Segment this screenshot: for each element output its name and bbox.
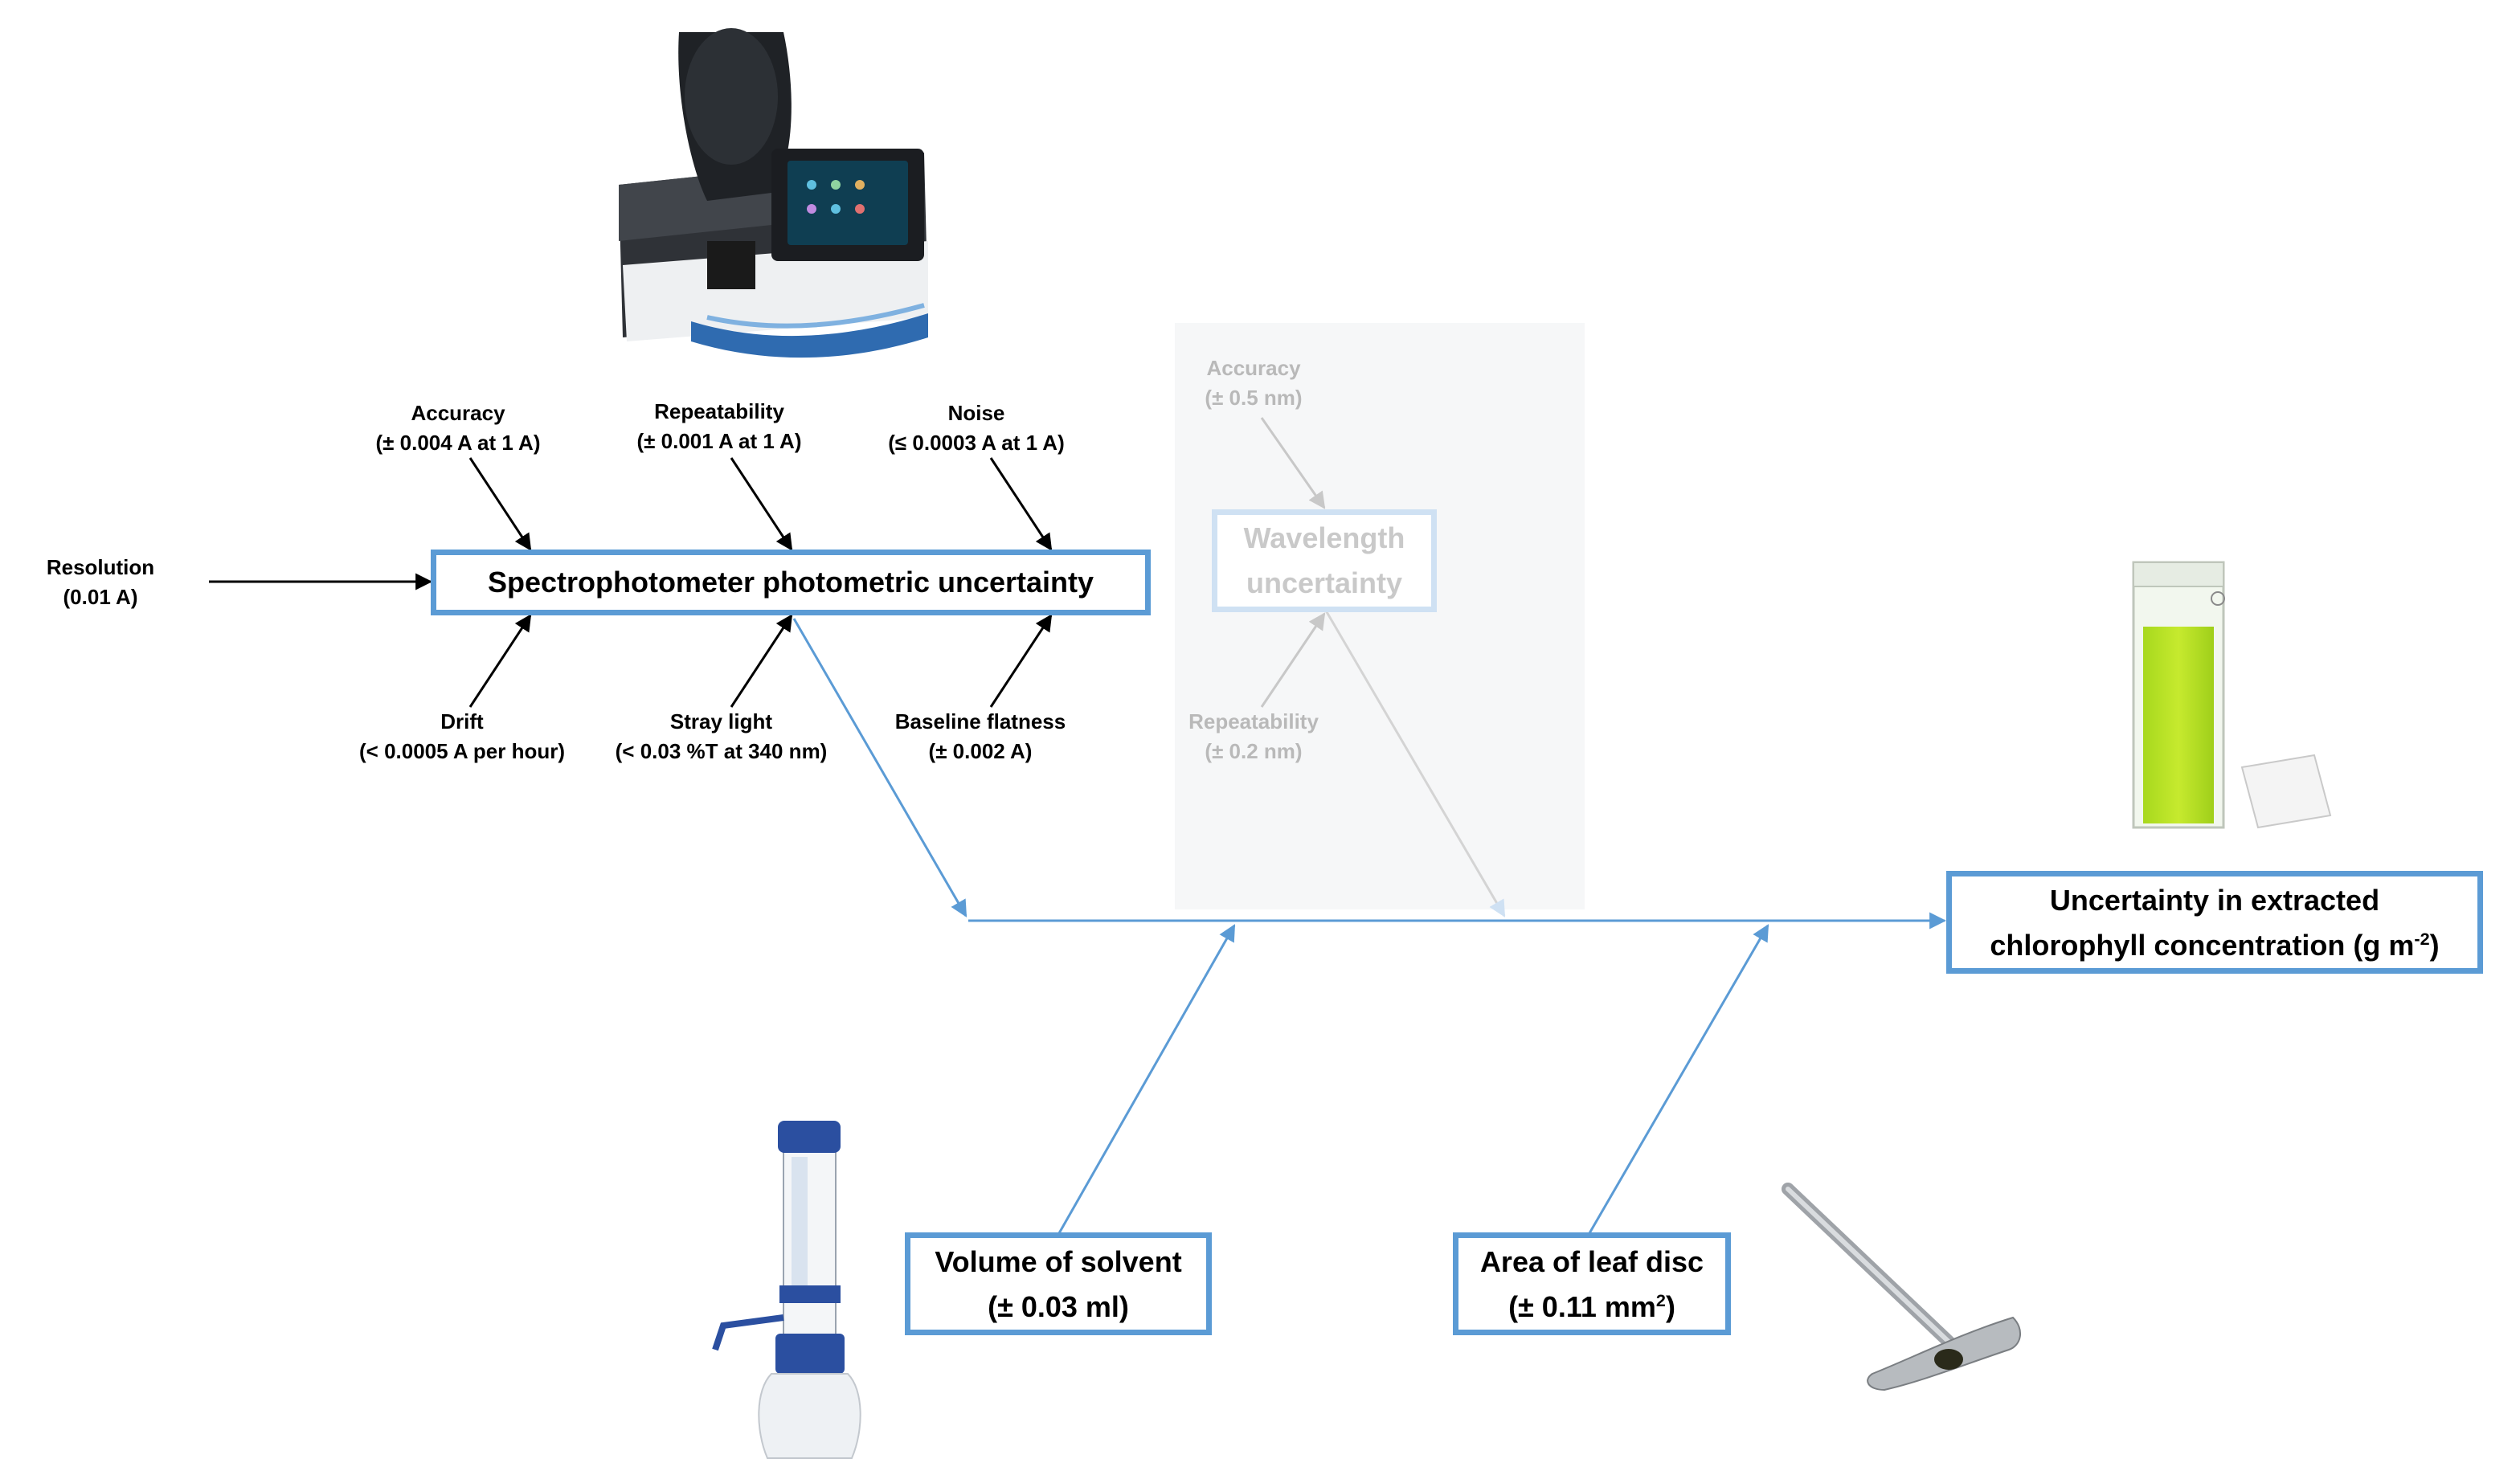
area-box-line1: Area of leaf disc — [1479, 1245, 1704, 1278]
cause-resolution-value: (0.01 A) — [63, 585, 138, 609]
main-box-line2-end: ) — [2429, 929, 2440, 962]
cause-repeatability-name: Repeatability — [654, 399, 784, 423]
area-box-line2-end: ) — [1665, 1290, 1675, 1323]
wavelength-repeatability-name: Repeatability — [1188, 709, 1319, 733]
wavelength-accuracy-name: Accuracy — [1206, 356, 1301, 380]
wavelength-cause-arrows — [1260, 417, 1326, 708]
cause-stray-light-value: (< 0.03 %T at 340 nm) — [615, 739, 828, 763]
main-box-line2-exponent: -2 — [2414, 929, 2430, 949]
cause-drift-value: (< 0.0005 A per hour) — [359, 739, 565, 763]
cause-accuracy: Accuracy (± 0.004 A at 1 A) — [362, 398, 554, 458]
cause-accuracy-name: Accuracy — [411, 401, 505, 425]
main-spine — [792, 610, 1947, 1234]
spectrophotometer-uncertainty-box: Spectrophotometer photometric uncertaint… — [431, 550, 1151, 615]
area-box-line2-exponent: 2 — [1655, 1290, 1666, 1310]
wavelength-uncertainty-box: Wavelength uncertainty — [1212, 509, 1437, 612]
cause-baseline-value: (± 0.002 A) — [928, 739, 1033, 763]
cause-repeatability-value: (± 0.001 A at 1 A) — [636, 429, 802, 453]
main-box-line1: Uncertainty in extracted — [2049, 884, 2380, 917]
cause-repeatability: Repeatability (± 0.001 A at 1 A) — [619, 397, 820, 456]
main-outcome-box: Uncertainty in extracted chlorophyll con… — [1946, 871, 2483, 974]
area-box-line2-text: (± 0.11 mm — [1508, 1290, 1656, 1323]
cause-noise-value: (≤ 0.0003 A at 1 A) — [888, 431, 1065, 455]
cause-resolution: Resolution (0.01 A) — [24, 553, 177, 612]
spectrophotometer-image — [619, 28, 928, 358]
cause-noise-name: Noise — [947, 401, 1005, 425]
cause-resolution-name: Resolution — [46, 555, 155, 579]
cause-drift-name: Drift — [440, 709, 484, 733]
leaf-punch-image — [1782, 1183, 2021, 1391]
wavelength-shaded-panel — [1175, 323, 1585, 909]
cause-drift: Drift (< 0.0005 A per hour) — [346, 707, 579, 766]
cause-baseline-flatness: Baseline flatness (± 0.002 A) — [876, 707, 1085, 766]
wavelength-cause-repeatability: Repeatability (± 0.2 nm) — [1177, 707, 1330, 766]
area-box-line2: (± 0.11 mm2) — [1458, 1285, 1725, 1330]
main-box-line2: chlorophyll concentration (g m-2) — [1952, 923, 2477, 968]
volume-of-solvent-box: Volume of solvent (± 0.03 ml) — [905, 1232, 1212, 1335]
volume-box-line2: (± 0.03 ml) — [988, 1290, 1129, 1323]
cause-noise: Noise (≤ 0.0003 A at 1 A) — [876, 398, 1077, 458]
wavelength-cause-accuracy: Accuracy (± 0.5 nm) — [1177, 353, 1330, 413]
cause-stray-light-name: Stray light — [669, 709, 773, 733]
main-box-line2-text: chlorophyll concentration (g m — [1990, 929, 2415, 962]
wavelength-box-line2: uncertainty — [1246, 566, 1403, 599]
area-of-leaf-disc-box: Area of leaf disc (± 0.11 mm2) — [1453, 1232, 1731, 1335]
bottle-dispenser-image — [712, 1121, 861, 1459]
wavelength-box-line1: Wavelength — [1243, 521, 1405, 554]
cause-accuracy-value: (± 0.004 A at 1 A) — [375, 431, 541, 455]
volume-box-line1: Volume of solvent — [935, 1245, 1182, 1278]
cuvette-image — [2132, 561, 2332, 829]
wavelength-accuracy-value: (± 0.5 nm) — [1205, 386, 1303, 410]
spectro-box-label: Spectrophotometer photometric uncertaint… — [487, 566, 1094, 599]
cause-baseline-name: Baseline flatness — [894, 709, 1066, 733]
cause-stray-light: Stray light (< 0.03 %T at 340 nm) — [603, 707, 840, 766]
wavelength-repeatability-value: (± 0.2 nm) — [1205, 739, 1303, 763]
spectro-cause-arrows — [209, 457, 1053, 708]
